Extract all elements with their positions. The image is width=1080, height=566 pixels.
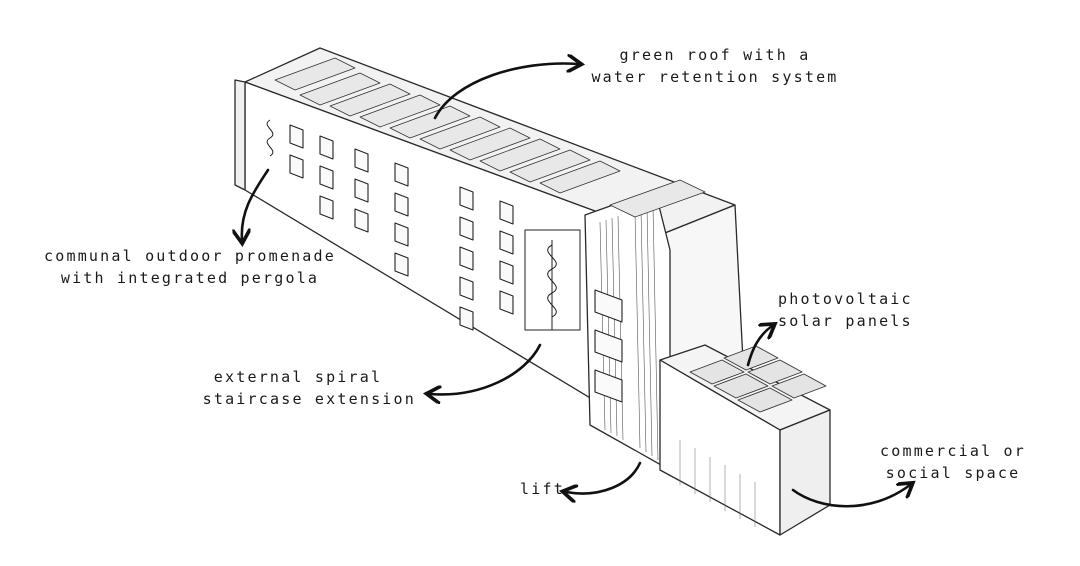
facade-windows (289, 124, 623, 403)
label-commercial-line1: commercial or (880, 442, 1026, 460)
arrow-promenade (242, 168, 270, 240)
roof-pergola (274, 57, 706, 218)
label-promenade: communal outdoor promenade with integrat… (30, 245, 350, 289)
annex-side (779, 409, 831, 536)
label-lift: lift (520, 478, 570, 500)
label-commercial-line2: social space (885, 464, 1021, 482)
spiral-staircase (524, 229, 581, 331)
label-green-roof-line1: green roof with a (619, 46, 811, 64)
label-pv-line1: photovoltaic (778, 290, 913, 308)
label-promenade-line2: with integrated pergola (60, 269, 320, 287)
label-spiral-line1: external spiral (213, 368, 383, 386)
label-spiral: external spiral staircase extension (180, 366, 416, 410)
label-green-roof-line2: water retention system (591, 68, 839, 86)
label-promenade-line1: communal outdoor promenade (44, 247, 336, 265)
arrow-pv (746, 326, 772, 367)
building (234, 47, 831, 536)
left-spiral-stair (266, 119, 274, 157)
label-pv-line2: solar panels (778, 312, 913, 330)
annex-hatch (679, 440, 756, 527)
arrow-lift (566, 461, 642, 493)
label-commercial: commercial or social space (868, 440, 1038, 484)
left-end-facade (234, 79, 246, 191)
label-spiral-line2: staircase extension (202, 390, 416, 408)
arrow-commercial (791, 485, 910, 508)
callout-arrows (242, 63, 910, 508)
label-lift-line1: lift (520, 480, 565, 498)
arrow-spiral (430, 343, 542, 394)
label-pv: photovoltaic solar panels (778, 288, 928, 332)
arrow-green-roof (433, 63, 578, 120)
label-green-roof: green roof with a water retention system (585, 44, 845, 88)
